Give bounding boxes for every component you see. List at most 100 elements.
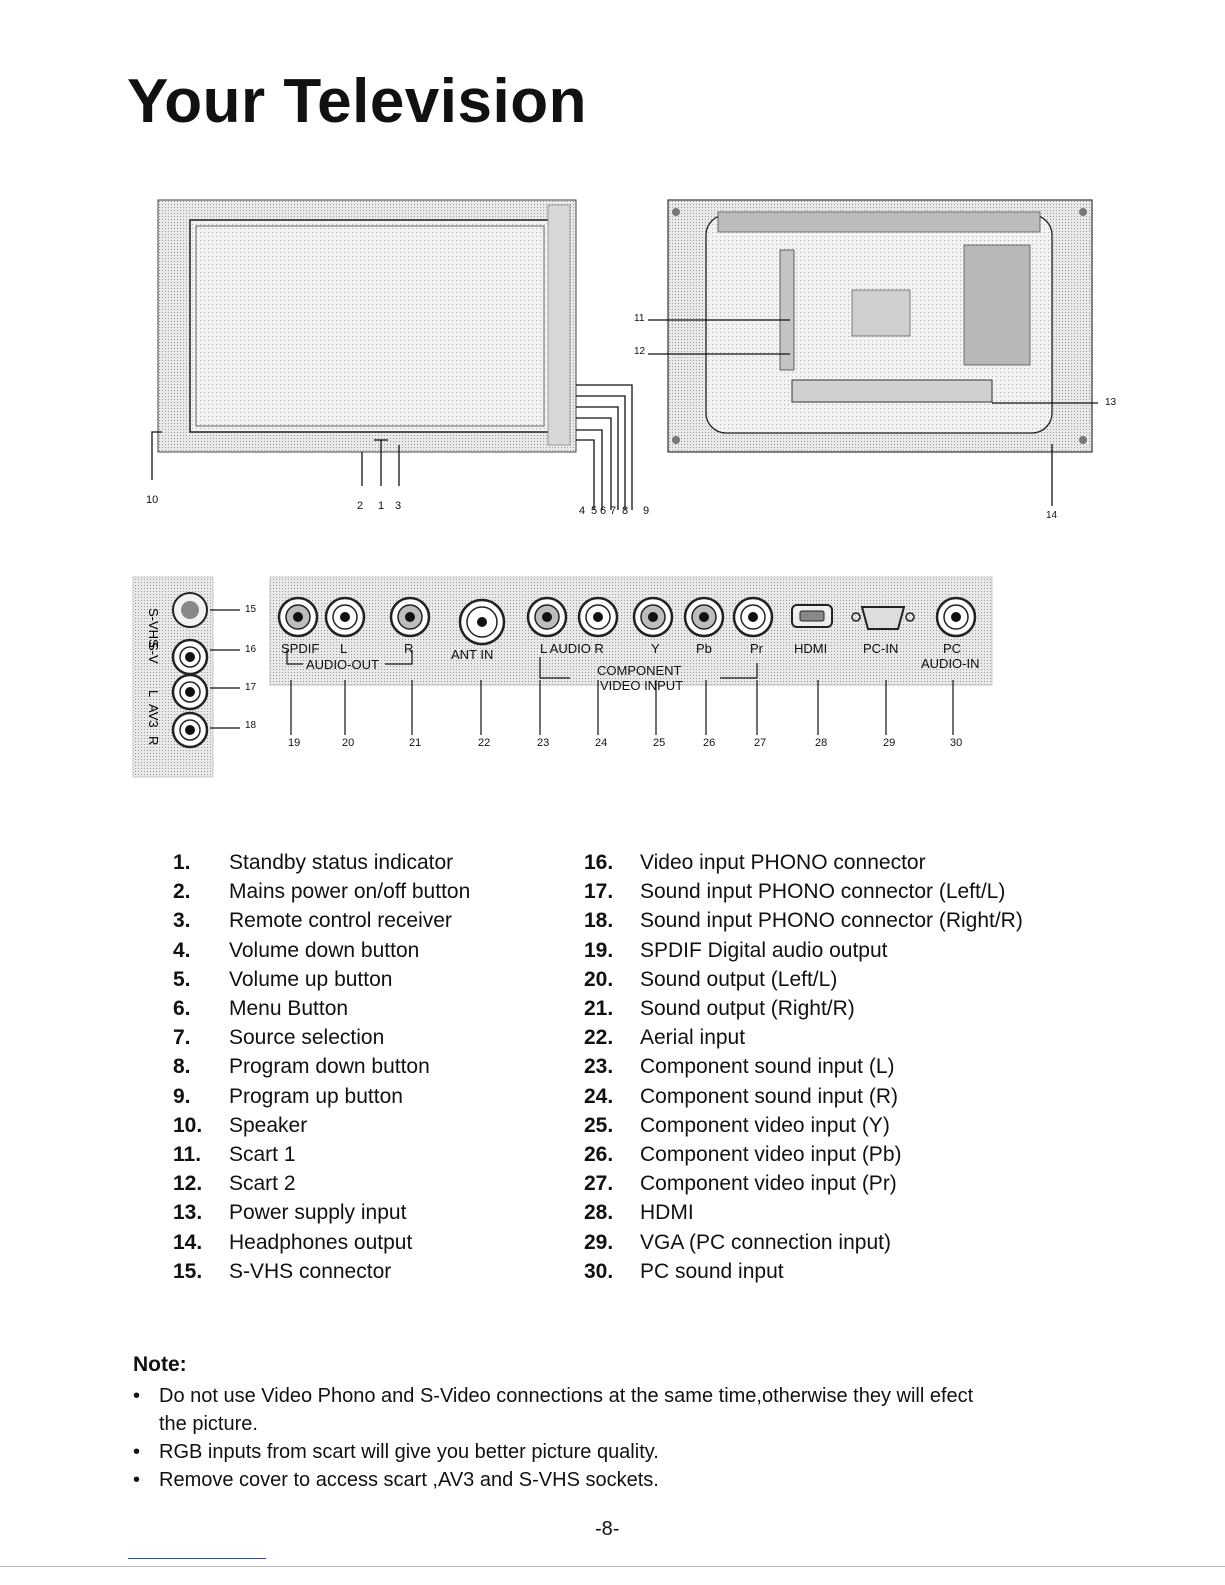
legend-item-text: Headphones output — [229, 1230, 413, 1254]
panel-callout-number: 21 — [409, 737, 422, 749]
back-callout-12: 12 — [634, 346, 646, 357]
legend-item: 12.Scart 2 — [173, 1169, 470, 1198]
legend-item-number: 16. — [584, 851, 614, 874]
label-pc: PC — [943, 641, 962, 656]
legend-item: 15.S-VHS connector — [173, 1257, 470, 1286]
hdmi-port — [791, 604, 833, 628]
panel-callout-number: 25 — [653, 737, 666, 749]
label-video-input: VIDEO INPUT — [600, 678, 684, 693]
component-pr-socket — [732, 596, 774, 638]
side-callout-15: 15 — [245, 604, 257, 615]
front-callout-5: 5 — [591, 505, 598, 517]
legend-item-number: 26. — [584, 1143, 614, 1167]
legend-item-text: Standby status indicator — [229, 851, 454, 874]
label-y: Y — [651, 641, 660, 656]
legend-item: 17.Sound input PHONO connector (Left/L) — [584, 877, 1023, 906]
legend-item: 20.Sound output (Left/L) — [584, 965, 1023, 994]
ant-in-socket — [458, 598, 506, 646]
legend-item: 5.Volume up button — [173, 965, 470, 994]
label-pb: Pb — [696, 641, 712, 656]
legend-item-number: 18. — [584, 909, 614, 933]
footer-rule — [0, 1566, 1225, 1567]
legend-item: 4.Volume down button — [173, 936, 470, 965]
panel-callout-number: 27 — [754, 737, 767, 749]
legend-item: 11.Scart 1 — [173, 1140, 470, 1169]
legend-item-text: Component sound input (R) — [640, 1084, 898, 1108]
av3-video-socket — [171, 638, 209, 676]
legend-item: 26. Component video input (Pb) — [584, 1140, 1023, 1169]
legend-item-text: Remote control receiver — [229, 909, 452, 933]
label-component: COMPONENT — [597, 663, 682, 678]
side-callout-16: 16 — [245, 644, 257, 655]
legend-item: 8.Program down button — [173, 1052, 470, 1081]
legend-item-text: Component sound input (L) — [640, 1055, 895, 1079]
av3-left-socket — [171, 673, 209, 711]
legend-item-number: 12. — [173, 1172, 203, 1196]
legend-item-text: HDMI — [640, 1201, 694, 1225]
label-spdif: SPDIF — [281, 641, 320, 656]
label-audio-lr: L AUDIO R — [540, 641, 604, 656]
legend-item-number: 6. — [173, 997, 191, 1021]
panel-callout-number: 26 — [703, 737, 716, 749]
side-label-r: R — [146, 736, 161, 745]
legend-item-text: Program up button — [229, 1084, 403, 1108]
legend-item-number: 9. — [173, 1084, 191, 1108]
audio-out-r-socket — [389, 596, 431, 638]
legend-item: 6.Menu Button — [173, 994, 470, 1023]
legend-item: 24.Component sound input (R) — [584, 1082, 1023, 1111]
side-callout-17: 17 — [245, 682, 257, 693]
legend-item-number: 13. — [173, 1201, 203, 1225]
legend-item: 27.Component video input (Pr) — [584, 1169, 1023, 1198]
label-hdmi: HDMI — [794, 641, 828, 656]
label-out-r: R — [404, 641, 414, 656]
legend-item-text: Program down button — [229, 1055, 430, 1079]
label-audio-out: AUDIO-OUT — [306, 657, 379, 672]
front-callout-4: 4 — [579, 505, 586, 517]
pc-audio-in-socket — [935, 596, 977, 638]
legend-item: 28. HDMI — [584, 1198, 1023, 1227]
tv-front-view — [151, 199, 633, 510]
panel-callout-number: 24 — [595, 737, 608, 749]
legend-item-number: 10. — [173, 1113, 203, 1137]
front-callout-3: 3 — [395, 500, 402, 512]
legend-item-text: Mains power on/off button — [229, 880, 471, 904]
back-callout-11: 11 — [634, 313, 645, 324]
panel-callout-number: 23 — [537, 737, 550, 749]
side-connector-panel: S-VHS S-V L AV3 R — [132, 576, 240, 778]
legend-item: 23.Component sound input (L) — [584, 1052, 1023, 1081]
legend-item-number: 28. — [584, 1201, 614, 1225]
legend-item-number: 30. — [584, 1259, 614, 1283]
legend-item-number: 25. — [584, 1113, 614, 1137]
panel-callout-number: 28 — [815, 737, 828, 749]
footer-link-underline — [128, 1558, 266, 1559]
legend-item: 14.Headphones output — [173, 1228, 470, 1257]
front-callout-10: 10 — [146, 494, 159, 506]
legend-item-text: Volume up button — [229, 967, 393, 991]
legend-item: 1.Standby status indicator — [173, 848, 470, 877]
legend-item: 3.Remote control receiver — [173, 906, 470, 935]
legend-item: 30.PC sound input — [584, 1257, 1023, 1286]
svhs-socket — [172, 592, 208, 628]
legend-item-text: Power supply input — [229, 1201, 407, 1225]
front-callout-6: 6 — [600, 505, 607, 517]
note-item: •Remove cover to access scart ,AV3 and S… — [133, 1469, 659, 1491]
tv-back-view — [648, 199, 1098, 506]
side-label-av3: AV3 — [146, 704, 161, 728]
panel-callout-number: 29 — [883, 737, 896, 749]
front-callout-9: 9 — [643, 505, 650, 517]
front-callout-1: 1 — [378, 500, 385, 512]
front-callout-8: 8 — [622, 505, 629, 517]
vga-port — [851, 606, 915, 630]
legend-item: 25.Component video input (Y) — [584, 1111, 1023, 1140]
legend-item-text: Aerial input — [640, 1026, 746, 1050]
label-out-l: L — [340, 641, 348, 656]
legend-item-text: Speaker — [229, 1113, 308, 1137]
note-item-continuation: the picture. — [159, 1413, 258, 1435]
back-callout-14: 14 — [1046, 510, 1058, 521]
legend-item: 22.Aerial input — [584, 1023, 1023, 1052]
legend-item-number: 27. — [584, 1172, 614, 1196]
label-pr: Pr — [750, 641, 763, 656]
legend-item-text: Component video input (Pb) — [640, 1143, 902, 1167]
legend-item: 13. Power supply input — [173, 1198, 470, 1227]
